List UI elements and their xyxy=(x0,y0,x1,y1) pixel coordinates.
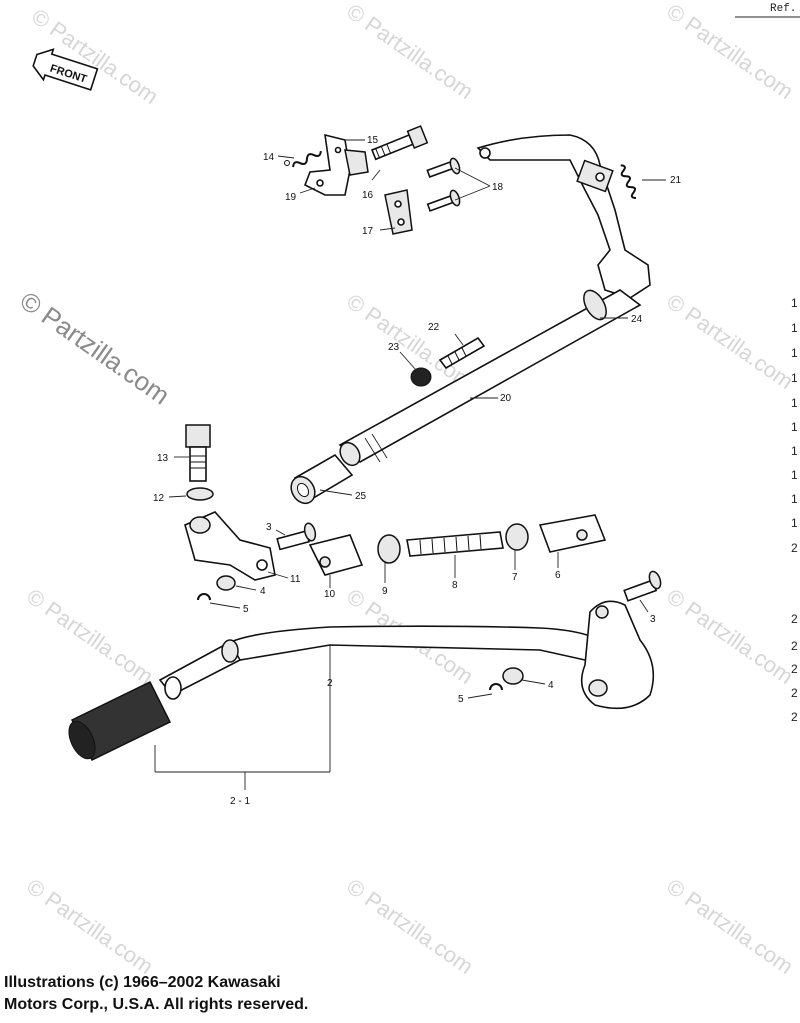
front-arrow-icon: FRONT xyxy=(32,48,99,91)
part-6-clevis xyxy=(538,514,607,553)
callout-7: 7 xyxy=(512,572,518,583)
watermark-text-large: © Partzilla.com xyxy=(15,285,176,410)
ref-column-item: 1 xyxy=(791,468,798,482)
callout-labels: 14 15 19 16 17 18 21 24 22 23 20 25 13 1… xyxy=(153,135,682,807)
callout-5: 5 xyxy=(243,604,249,615)
ref-column-item: 2 xyxy=(791,710,798,724)
ref-column-item: 1 xyxy=(791,346,798,360)
callout-12: 12 xyxy=(153,493,165,504)
callout-4: 4 xyxy=(260,586,266,597)
part-13-bolt xyxy=(185,424,211,482)
callout-20: 20 xyxy=(500,393,512,404)
part-7-nut xyxy=(505,523,529,551)
ref-column-item: 2 xyxy=(791,639,798,653)
ref-column-item: 1 xyxy=(791,321,798,335)
callout-13: 13 xyxy=(157,453,169,464)
watermark-text: © Partzilla.com xyxy=(342,874,478,980)
callout-4: 4 xyxy=(548,680,554,691)
callout-24: 24 xyxy=(631,314,643,325)
part-11-arm xyxy=(184,511,276,581)
callout-23: 23 xyxy=(388,342,400,353)
part-22-pin xyxy=(438,336,486,370)
part-15-plate xyxy=(344,149,369,176)
callout-8: 8 xyxy=(452,580,458,591)
callout-6: 6 xyxy=(555,570,561,581)
callout-2: 2 xyxy=(327,678,333,689)
callout-21: 21 xyxy=(670,175,682,186)
callout-25: 25 xyxy=(355,491,367,502)
part-5-clip xyxy=(489,683,503,691)
part-24-ring xyxy=(583,289,607,321)
ref-column-item: 1 xyxy=(791,516,798,530)
callout-10: 10 xyxy=(324,589,336,600)
part-4-washer xyxy=(502,667,524,685)
part-3-pin xyxy=(276,522,317,551)
watermark-text: © Partzilla.com xyxy=(342,0,478,104)
part-4-washer xyxy=(216,575,236,591)
part-25-bushing xyxy=(290,453,354,505)
part-12-washer xyxy=(186,487,214,501)
part-18-screw xyxy=(426,157,461,212)
part-2-1-grip xyxy=(68,676,182,761)
copyright-notice: Illustrations (c) 1966–2002 Kawasaki Mot… xyxy=(4,972,424,1016)
part-20-shaft xyxy=(338,289,642,467)
part-2-pedal xyxy=(158,600,655,710)
ref-column-item: 2 xyxy=(791,686,798,700)
ref-column-item: 1 xyxy=(791,296,798,310)
ref-column: 1 1 1 1 1 1 1 1 1 1 2 2 2 2 2 2 xyxy=(791,296,798,724)
callout-3: 3 xyxy=(650,614,656,625)
watermark-text: © Partzilla.com xyxy=(342,289,478,395)
ref-column-item: 1 xyxy=(791,492,798,506)
watermark-text: © Partzilla.com xyxy=(22,874,158,980)
part-16-bolt xyxy=(370,125,429,161)
ref-column-item: 2 xyxy=(791,662,798,676)
callout-11: 11 xyxy=(290,574,301,585)
watermark-text: © Partzilla.com xyxy=(662,584,798,690)
watermark-text: © Partzilla.com xyxy=(22,584,158,690)
callout-19: 19 xyxy=(285,192,297,203)
callout-3: 3 xyxy=(266,522,272,533)
ref-column-item: 2 xyxy=(791,612,798,626)
callout-5: 5 xyxy=(458,694,464,705)
part-23-nut xyxy=(410,367,432,387)
part-5-clip xyxy=(197,593,211,601)
watermark-text: © Partzilla.com xyxy=(662,289,798,395)
callout-14: 14 xyxy=(263,152,275,163)
ref-header-label: Ref. xyxy=(770,3,796,15)
part-17-plate xyxy=(384,189,413,235)
part-9-nut xyxy=(377,534,401,564)
shaft-upper-arm xyxy=(476,134,651,299)
callout-17: 17 xyxy=(362,226,374,237)
ref-column-item: 2 xyxy=(791,541,798,555)
callout-22: 22 xyxy=(428,322,440,333)
part-14-spring xyxy=(284,150,322,168)
watermark-text: © Partzilla.com xyxy=(662,874,798,980)
copyright-line-2: Motors Corp., U.S.A. All rights reserved… xyxy=(4,996,309,1013)
ref-column-item: 1 xyxy=(791,371,798,385)
part-21-spring xyxy=(620,164,637,200)
callout-2-1: 2 - 1 xyxy=(230,796,250,807)
part-19-bracket xyxy=(303,133,351,196)
watermark-text: © Partzilla.com xyxy=(662,0,798,104)
callout-15: 15 xyxy=(367,135,379,146)
ref-column-item: 1 xyxy=(791,444,798,458)
callout-9: 9 xyxy=(382,586,388,597)
part-8-rod xyxy=(406,531,504,557)
part-10-clevis xyxy=(308,534,364,576)
copyright-line-1: Illustrations (c) 1966–2002 Kawasaki xyxy=(4,974,281,991)
callout-16: 16 xyxy=(362,190,374,201)
leader-lines xyxy=(154,139,666,790)
part-3-pin xyxy=(623,570,662,602)
callout-18: 18 xyxy=(492,182,504,193)
ref-column-item: 1 xyxy=(791,396,798,410)
ref-column-item: 1 xyxy=(791,420,798,434)
